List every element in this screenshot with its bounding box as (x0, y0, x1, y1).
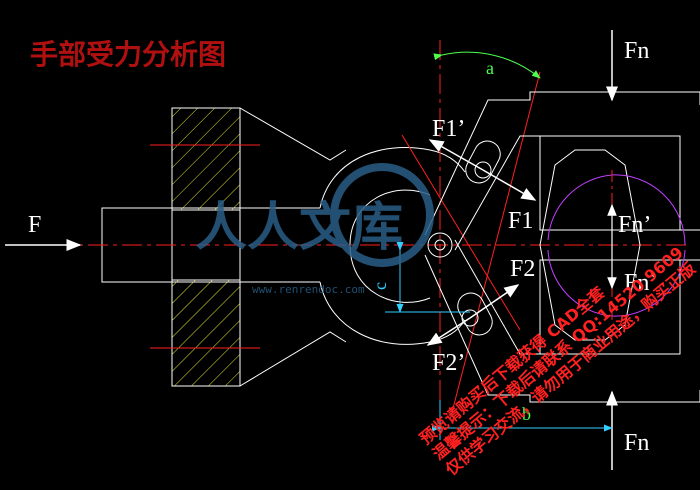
dimension-b-label: b (522, 404, 531, 424)
label-F2-prime: F2’ (432, 350, 465, 376)
force-F1-arrow (482, 169, 537, 201)
dimension-a-label: a (486, 58, 494, 78)
workpiece (539, 149, 686, 341)
cylinder-block (101, 107, 260, 387)
dimension-a: a (433, 51, 541, 79)
upper-finger-axis (449, 71, 541, 421)
label-F1-prime: F1’ (432, 116, 465, 142)
force-F1-prime-arrow (428, 139, 484, 171)
upper-finger (424, 91, 700, 251)
label-Fn-prime-upper: Fn’ (618, 212, 651, 238)
force-F2-prime-arrow (426, 317, 471, 346)
label-Fn-prime-lower: Fn’ (624, 270, 657, 296)
force-F2-arrow (469, 284, 520, 319)
label-F: F (28, 212, 41, 238)
diagram-title: 手部受力分析图 (30, 38, 226, 71)
dimension-c-label: c (370, 282, 390, 290)
pivot-pins (427, 161, 492, 327)
label-Fn-bottom: Fn (624, 430, 649, 456)
lower-finger (424, 239, 700, 403)
label-F1: F1 (508, 208, 533, 234)
gripper-body (239, 107, 466, 387)
dimension-b: b (432, 400, 613, 440)
watermark-line-3: 仅供学习交流，请勿用于商业用途，购买正版 (441, 259, 699, 480)
watermark-logo-text: 人人文库 (195, 198, 403, 258)
label-Fn-top: Fn (624, 38, 649, 64)
watermark-logo: 人人文库 www.renrendoc.com (195, 163, 434, 296)
label-F2: F2 (510, 256, 535, 282)
watermark-logo-sub: www.renrendoc.com (252, 283, 365, 296)
